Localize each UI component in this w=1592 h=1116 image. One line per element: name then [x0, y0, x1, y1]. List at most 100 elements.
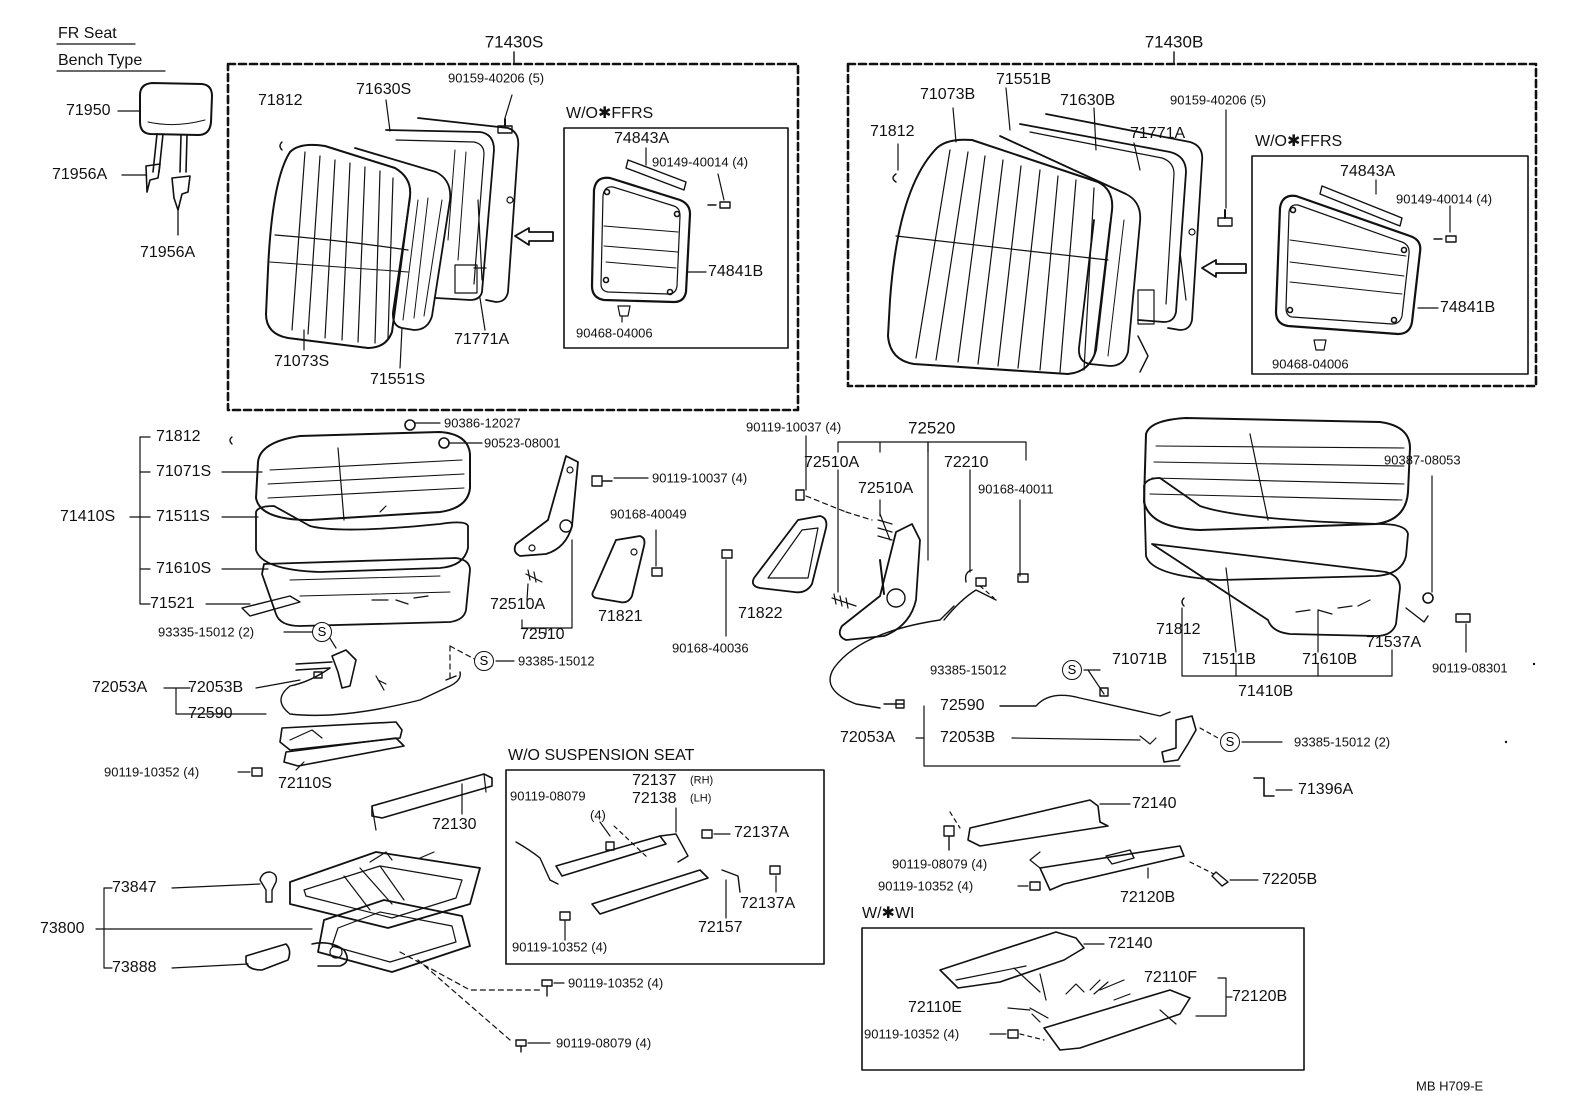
part-label: 72130: [432, 816, 477, 833]
part-label: 72110E: [908, 999, 962, 1016]
box-title-w-wi: W/✱WI: [862, 905, 915, 922]
track-bar-72130: [371, 773, 493, 819]
part-label: 72138: [632, 790, 677, 807]
seatback-pad-71551S: [354, 147, 452, 331]
part-label: 71410S: [60, 508, 116, 525]
part-label: 71610B: [1302, 651, 1358, 668]
part-label: 93335-15012 (2): [158, 624, 255, 640]
part-label: 72053B: [940, 729, 996, 746]
release-lever-72053B-left: [295, 649, 387, 691]
seat-frame-71610B: [1151, 543, 1401, 637]
part-label: 71073S: [274, 353, 330, 370]
seatback-pad-71551B: [999, 135, 1142, 367]
part-label: 73847: [112, 879, 157, 896]
s-symbol: S: [1062, 660, 1082, 680]
seatback-board-71771A-right: [1045, 113, 1204, 331]
part-label: 90468-04006: [1272, 356, 1349, 372]
part-label: 72520: [908, 418, 956, 438]
part-label: 90168-40011: [978, 481, 1054, 497]
group-label-71430B: 71430B: [1144, 32, 1204, 52]
s-symbol: S: [312, 622, 332, 642]
part-label: 93385-15012: [518, 653, 595, 669]
seat-part-71521: [241, 595, 301, 617]
part-label: (LH): [690, 792, 712, 805]
part-label: 90168-40049: [610, 506, 687, 522]
direction-arrow-right: [1201, 259, 1247, 278]
direction-arrow-left: [514, 227, 554, 246]
part-label: 71771A: [1130, 125, 1186, 142]
part-label: 71812: [156, 428, 201, 445]
part-label: 90119-08079 (4): [892, 856, 988, 872]
part-label: 74841B: [1440, 299, 1496, 316]
part-label: 72205B: [1262, 871, 1318, 888]
insert-frame-74841B-right: [1274, 185, 1457, 351]
part-label: 90119-08079 (4): [556, 1035, 652, 1051]
part-label: 74841B: [708, 263, 764, 280]
part-label: 90159-40206 (5): [448, 70, 545, 86]
seat-frame-71610S: [261, 557, 471, 627]
part-label: 90119-10352 (4): [104, 764, 200, 780]
seatback-cushion-71073S: [265, 143, 412, 349]
wo-ffrs-box-left: [563, 127, 789, 349]
cable-72590-left: [280, 667, 461, 717]
seatback-cushion-71073B: [887, 138, 1114, 375]
part-label: 90468-04006: [576, 325, 653, 341]
part-label: 72590: [188, 705, 233, 722]
part-label: 72157: [698, 919, 743, 936]
part-label: 73888: [112, 959, 157, 976]
hinge-72510: [513, 455, 579, 583]
part-label: 71521: [150, 595, 195, 612]
part-label: 72110S: [278, 775, 332, 792]
part-label: 71071S: [156, 463, 212, 480]
part-label: 71630B: [1060, 92, 1116, 109]
part-label: 72510A: [804, 454, 860, 471]
part-label: 71511B: [1202, 651, 1256, 668]
part-label: 72053A: [840, 729, 896, 746]
part-label: 72137A: [734, 824, 790, 841]
s-symbol: S: [474, 651, 494, 671]
seat-cushion-71071B: [1143, 417, 1411, 531]
track-rails-72157: [515, 833, 741, 915]
part-label: (RH): [690, 774, 714, 787]
part-label: 90119-10352 (4): [568, 975, 664, 991]
part-label: 71812: [1156, 621, 1201, 638]
part-label: 71822: [738, 605, 783, 622]
seatback-s-group-box: [226, 62, 800, 412]
part-label: 71071B: [1112, 651, 1168, 668]
bolt-90159-a: [497, 118, 513, 134]
part-label: 71073B: [920, 86, 976, 103]
part-label: 71610S: [156, 560, 212, 577]
seatback-frame-71630B: [1019, 123, 1187, 373]
track-72140: [967, 799, 1109, 847]
part-label: 74843A: [614, 130, 670, 147]
part-label: 71812: [870, 123, 915, 140]
seat-track-72110S: [279, 721, 405, 767]
part-label: 72510A: [490, 596, 546, 613]
part-label: 93385-15012: [930, 662, 1007, 678]
diagram-code: MB H709-E: [1416, 1078, 1484, 1094]
box-title-wo-ffrs-right: W/O✱FFRS: [1255, 133, 1343, 150]
cable-72210: [943, 569, 997, 621]
part-label: 72510: [520, 626, 565, 643]
seatback-frame-71630S: [385, 129, 495, 301]
part-label: 90149-40014 (4): [1396, 191, 1493, 207]
part-label: 71630S: [356, 81, 412, 98]
wo-ffrs-box-right: [1251, 155, 1529, 375]
cable-72590-right: [999, 694, 1171, 717]
part-label: 90149-40014 (4): [652, 154, 749, 170]
part-label: 90386-12027: [444, 415, 521, 431]
headrest-71950: [139, 82, 213, 211]
insert-frame-74841B-left: [590, 159, 731, 317]
header-fr-seat: FR Seat: [58, 25, 117, 42]
wo-suspension-box: [505, 769, 825, 965]
part-label: 73800: [40, 920, 85, 937]
part-label: 72510A: [858, 480, 914, 497]
part-label: 71812: [258, 92, 303, 109]
part-label: 71551B: [996, 71, 1052, 88]
part-label: (4): [590, 807, 606, 823]
part-label: 71511S: [156, 508, 210, 525]
part-label: 90523-08001: [484, 435, 561, 451]
part-label: 71821: [598, 608, 643, 625]
part-label: 72137: [632, 772, 677, 789]
